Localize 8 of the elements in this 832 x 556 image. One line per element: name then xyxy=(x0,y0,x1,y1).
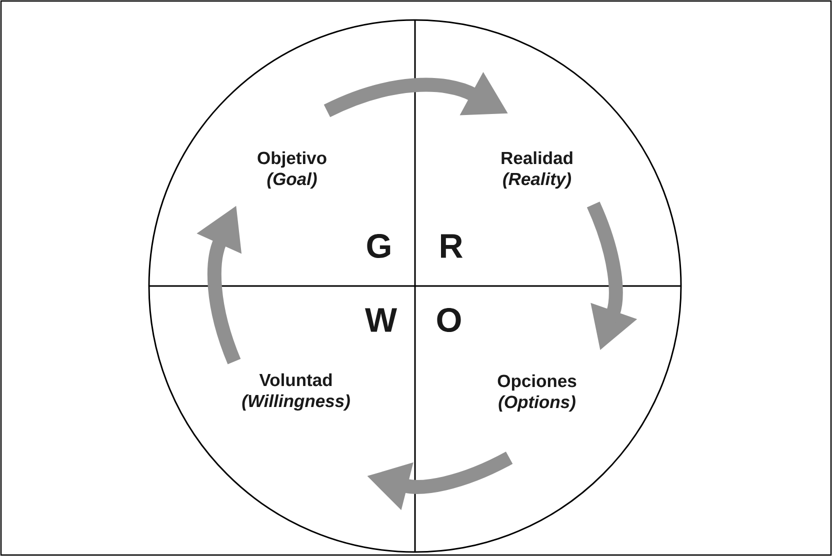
quadrant-label: Objetivo (Goal) xyxy=(258,151,326,189)
quadrant-label: Realidad (Reality) xyxy=(502,151,572,189)
quadrant-letter: O xyxy=(437,308,461,332)
quadrant-letter: W xyxy=(365,308,398,332)
quadrant-letter: G xyxy=(367,234,390,258)
quadrant-label: Opciones (Options) xyxy=(498,374,576,412)
quadrant-letter: R xyxy=(441,234,463,258)
quadrant-label: Voluntad (Willingness) xyxy=(242,373,350,411)
